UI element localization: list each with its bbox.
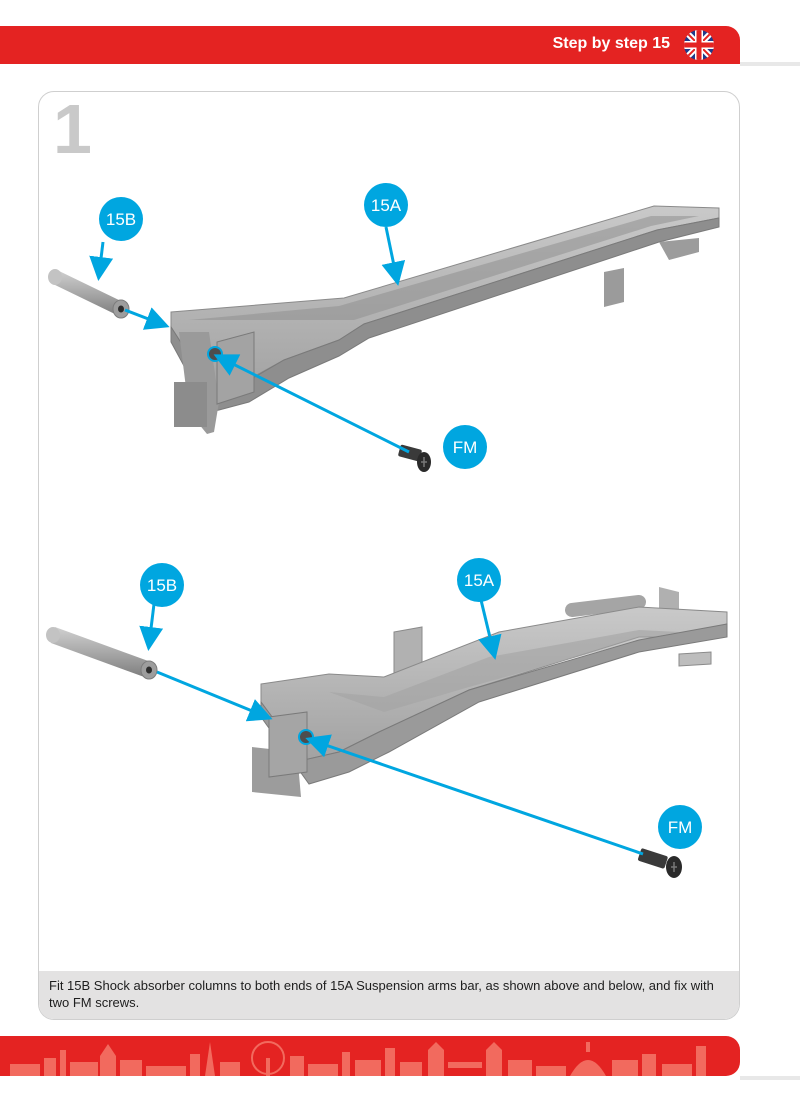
top-15b-insert-arrow bbox=[124, 307, 170, 330]
page-footer bbox=[0, 1036, 740, 1076]
uk-flag-icon bbox=[684, 30, 714, 60]
bottom-fm-label: FM bbox=[668, 818, 693, 837]
top-fm-callout: FM bbox=[443, 425, 487, 469]
top-shock-absorber-column bbox=[48, 269, 130, 319]
top-15a-leader bbox=[381, 226, 406, 286]
page-header: Step by step 15 bbox=[0, 26, 740, 64]
bottom-15b-leader bbox=[139, 603, 164, 651]
bottom-15b-insert-arrow bbox=[156, 670, 273, 722]
bottom-15a-leader bbox=[478, 599, 502, 660]
page-title: Step by step 15 bbox=[552, 35, 670, 52]
bottom-15a-callout: 15A bbox=[457, 558, 501, 602]
bottom-suspension-bar bbox=[252, 587, 728, 797]
top-fm-leader bbox=[213, 354, 410, 454]
instruction-card: 1 bbox=[38, 91, 740, 1020]
header-edge-strip bbox=[740, 62, 800, 66]
london-skyline-icon bbox=[10, 1041, 706, 1076]
top-15b-label: 15B bbox=[106, 210, 136, 229]
top-fm-label: FM bbox=[453, 438, 478, 457]
bottom-15b-callout: 15B bbox=[140, 563, 184, 607]
assembly-illustration: 15B 15A FM bbox=[46, 183, 728, 878]
top-15a-callout: 15A bbox=[364, 183, 408, 227]
top-15b-leader bbox=[89, 241, 114, 281]
bottom-fm-callout: FM bbox=[658, 805, 702, 849]
top-15a-label: 15A bbox=[371, 196, 402, 215]
bottom-15a-label: 15A bbox=[464, 571, 495, 590]
bottom-fm-screw bbox=[638, 848, 682, 878]
caption-box: Fit 15B Shock absorber columns to both e… bbox=[39, 971, 739, 1019]
bottom-fm-leader bbox=[305, 734, 644, 856]
footer-edge-strip bbox=[740, 1076, 800, 1080]
bottom-15b-label: 15B bbox=[147, 576, 177, 595]
bottom-shock-absorber-column bbox=[46, 627, 158, 680]
top-15b-callout: 15B bbox=[99, 197, 143, 241]
step-number: 1 bbox=[53, 91, 92, 168]
instruction-caption: Fit 15B Shock absorber columns to both e… bbox=[49, 978, 714, 1010]
top-suspension-bar bbox=[170, 205, 720, 434]
